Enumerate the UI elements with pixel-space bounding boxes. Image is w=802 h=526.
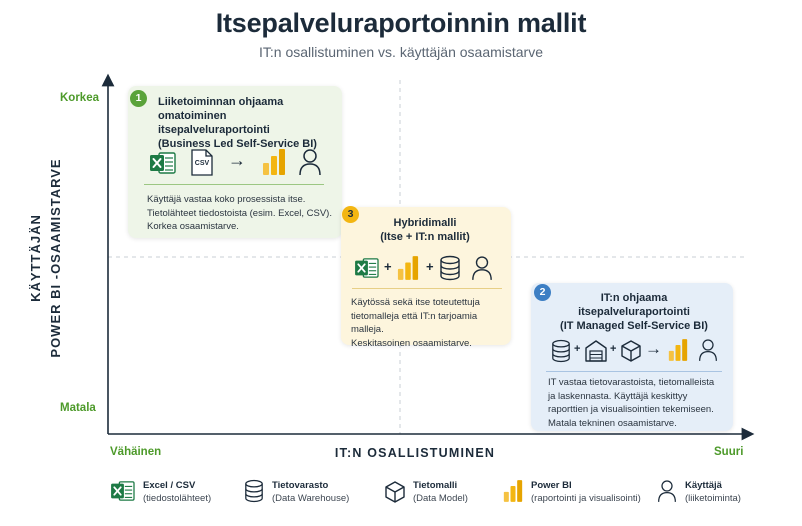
y-axis-label-line1: KÄYTTÄJÄN <box>28 214 43 302</box>
card-3-badge: 3 <box>342 206 359 223</box>
warehouse-icon <box>584 339 608 363</box>
y-tick-high: Korkea <box>60 92 99 104</box>
card-2-title: IT:n ohjaama itsepalveluraportointi (IT … <box>544 291 724 333</box>
database-icon <box>439 255 461 281</box>
card-2-title-line1: IT:n ohjaama <box>600 292 668 304</box>
legend-warehouse-title: Tietovarasto <box>272 480 329 491</box>
card-3-title-line1: Hybridimalli <box>393 217 457 229</box>
x-axis-label: IT:N OSALLISTUMINEN <box>334 446 496 460</box>
user-icon <box>657 479 677 503</box>
card-2-badge: 2 <box>534 284 551 301</box>
legend-data-model-title: Tietomalli <box>413 480 458 491</box>
card-1-title-line2: omatoiminen itsepalveluraportointi <box>158 110 270 136</box>
legend-power-bi-title: Power BI <box>531 480 572 491</box>
card-1-desc-line2: Tietolähteet tiedostoista (esim. Excel, … <box>147 207 332 219</box>
power-bi-icon <box>503 479 523 503</box>
card-3-desc-line2: tietomalleja että IT:n tarjoamia malleja… <box>351 310 478 336</box>
legend-excel-title: Excel / CSV <box>143 480 196 491</box>
card-2-title-line2: itsepalveluraportointi <box>578 306 690 318</box>
page-subtitle: IT:n osallistuminen vs. käyttäjän osaami… <box>258 44 543 60</box>
card-1-title: Liiketoiminnan ohjaama omatoiminen itsep… <box>158 95 338 151</box>
legend-item-warehouse: Tietovarasto (Data Warehouse) <box>272 480 349 505</box>
legend-user-title: Käyttäjä <box>685 480 722 491</box>
power-bi-icon <box>262 148 286 176</box>
user-icon <box>698 338 718 362</box>
card-3-title: Hybridimalli (Itse + IT:n mallit) <box>350 216 500 244</box>
cube-icon <box>620 339 642 363</box>
cube-icon <box>384 480 406 504</box>
database-icon <box>551 339 571 363</box>
excel-icon <box>355 257 379 279</box>
card-2-desc-line2: ja laskennasta. Käyttäjä keskittyy <box>548 390 688 402</box>
y-axis-label: KÄYTTÄJÄN POWER BI -OSAAMISTARVE <box>18 158 74 357</box>
csv-file-icon <box>191 149 213 176</box>
plus-sign: + <box>426 259 434 274</box>
card-2-title-line3: (IT Managed Self-Service BI) <box>560 320 708 332</box>
power-bi-icon <box>397 255 419 281</box>
card-2-desc-line1: IT vastaa tietovarastoista, tietomalleis… <box>548 377 715 388</box>
legend-warehouse-subtitle: (Data Warehouse) <box>272 492 350 504</box>
plus-sign: + <box>574 343 581 355</box>
card-3-title-line2: (Itse + IT:n mallit) <box>380 231 470 243</box>
legend-item-data-model: Tietomalli (Data Model) <box>413 480 468 505</box>
database-icon <box>244 479 264 503</box>
x-tick-high: Suuri <box>714 446 744 458</box>
x-tick-low: Vähäinen <box>110 446 162 458</box>
card-3-description: Käytössä sekä itse toteutettuja tietomal… <box>351 296 511 350</box>
plus-sign: + <box>610 343 617 355</box>
card-3-desc-line3: Keskitasoinen osaamistarve. <box>351 337 472 349</box>
card-1-badge: 1 <box>130 90 147 107</box>
card-2-desc-line4: Matala tekninen osaamistarve. <box>548 417 677 429</box>
user-icon <box>298 148 322 176</box>
card-1-desc-line1: Käyttäjä vastaa koko prosessista itse. <box>147 194 306 205</box>
y-axis-label-line2: POWER BI -OSAAMISTARVE <box>48 158 63 358</box>
y-tick-low: Matala <box>60 402 96 414</box>
legend-item-excel: Excel / CSV (tiedostolähteet) <box>143 480 211 505</box>
card-3-divider <box>352 288 502 289</box>
card-1-title-line3: (Business Led Self-Service BI) <box>158 138 317 150</box>
card-1-divider <box>144 184 324 185</box>
card-2-description: IT vastaa tietovarastoista, tietomalleis… <box>548 376 728 430</box>
card-1-title-line1: Liiketoiminnan ohjaama <box>158 96 284 108</box>
legend-item-user: Käyttäjä (liiketoiminta) <box>685 480 741 505</box>
legend-user-subtitle: (liiketoiminta) <box>685 492 741 504</box>
card-1-description: Käyttäjä vastaa koko prosessista itse. T… <box>147 193 337 234</box>
excel-icon <box>150 151 176 175</box>
legend-data-model-subtitle: (Data Model) <box>413 492 468 504</box>
power-bi-icon <box>668 338 688 362</box>
legend-power-bi-subtitle: (raportointi ja visualisointi) <box>531 492 641 504</box>
card-2-desc-line3: raporttien ja visualisointien tekemiseen… <box>548 404 714 415</box>
card-3-desc-line1: Käytössä sekä itse toteutettuja <box>351 297 480 308</box>
arrow-icon: → <box>228 150 246 170</box>
card-2-divider <box>546 371 722 372</box>
plus-sign: + <box>384 259 392 274</box>
excel-icon <box>111 480 135 502</box>
page-title: Itsepalveluraportoinnin mallit <box>215 8 587 38</box>
card-1-desc-line3: Korkea osaamistarve. <box>147 221 239 232</box>
csv-file-label: CSV <box>194 160 210 167</box>
legend-excel-subtitle: (tiedostolähteet) <box>143 492 212 504</box>
legend-item-power-bi: Power BI (raportointi ja visualisointi) <box>531 480 641 505</box>
user-icon <box>471 255 493 281</box>
arrow-icon: → <box>645 339 662 358</box>
